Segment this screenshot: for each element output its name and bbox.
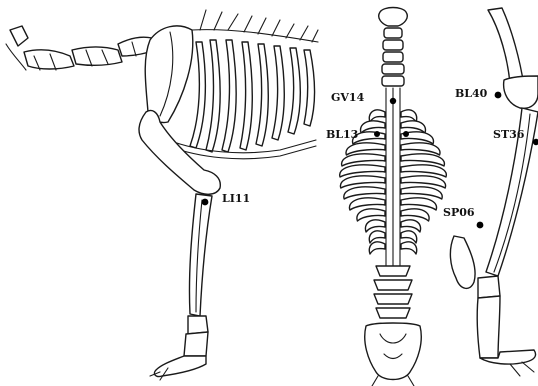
dorsal-processes [200,10,318,42]
rib-r [401,121,425,133]
acupoint-li11-marker[interactable] [202,199,209,206]
acupoint-li11-label: LI11 [222,192,250,205]
rib-l [369,242,385,254]
femur [488,8,524,86]
scapula [145,26,193,123]
stifle [504,76,538,108]
rib-r [401,231,417,243]
rib-r [401,220,421,232]
acupoint-sp06-marker[interactable] [477,222,484,229]
rib-l [349,198,385,210]
rib-r [401,154,444,166]
forepaw [154,356,206,377]
acupoint-sp06[interactable]: SP06 [443,206,483,228]
rib-r [401,187,442,199]
acupoint-gv14-marker[interactable] [390,98,396,104]
carpus [188,316,208,334]
cervical-column [382,28,404,86]
rib-l [361,121,385,133]
acupoint-gv14-label: GV14 [331,91,365,104]
rib-r [401,176,446,188]
metatarsus [477,296,500,358]
acupoint-bl40-marker[interactable] [495,92,502,99]
acupoint-bl40-label: BL40 [455,87,488,100]
dorsal-skeleton-figure [340,8,447,386]
rib-l [344,187,385,199]
rib-l [365,220,385,232]
cervical-vertebrae [6,26,156,70]
acupoint-bl13-right-marker[interactable] [403,131,409,137]
pelvis [365,323,422,380]
tarsus [478,276,500,298]
rib-l [346,143,385,155]
acupoint-st36-label: ST36 [493,128,525,141]
acupoint-sp06-label: SP06 [443,206,475,219]
lateral-skeleton-figure [6,10,318,380]
lumbar-vertebrae [374,266,412,318]
hindlimb-figure [450,8,538,376]
acupoint-bl13-label: BL13 [326,128,358,141]
humerus [139,110,220,194]
rib-r [401,198,437,210]
rib-l [357,209,385,221]
rib-l [340,176,385,188]
rib-r [401,110,417,122]
rib-l [342,154,385,166]
rib-l [340,165,385,177]
fibula [450,236,475,288]
rib-r [401,165,446,177]
acupoint-bl40[interactable]: BL40 [455,87,501,100]
acupoint-bl13-left-marker[interactable] [374,131,380,137]
ribs [190,40,315,152]
rib-r [401,242,417,254]
skull [379,8,408,27]
rib-r [401,209,429,221]
rib-l [369,231,385,243]
rib-r [401,143,440,155]
rib-l [369,110,385,122]
metacarpus [184,332,208,356]
